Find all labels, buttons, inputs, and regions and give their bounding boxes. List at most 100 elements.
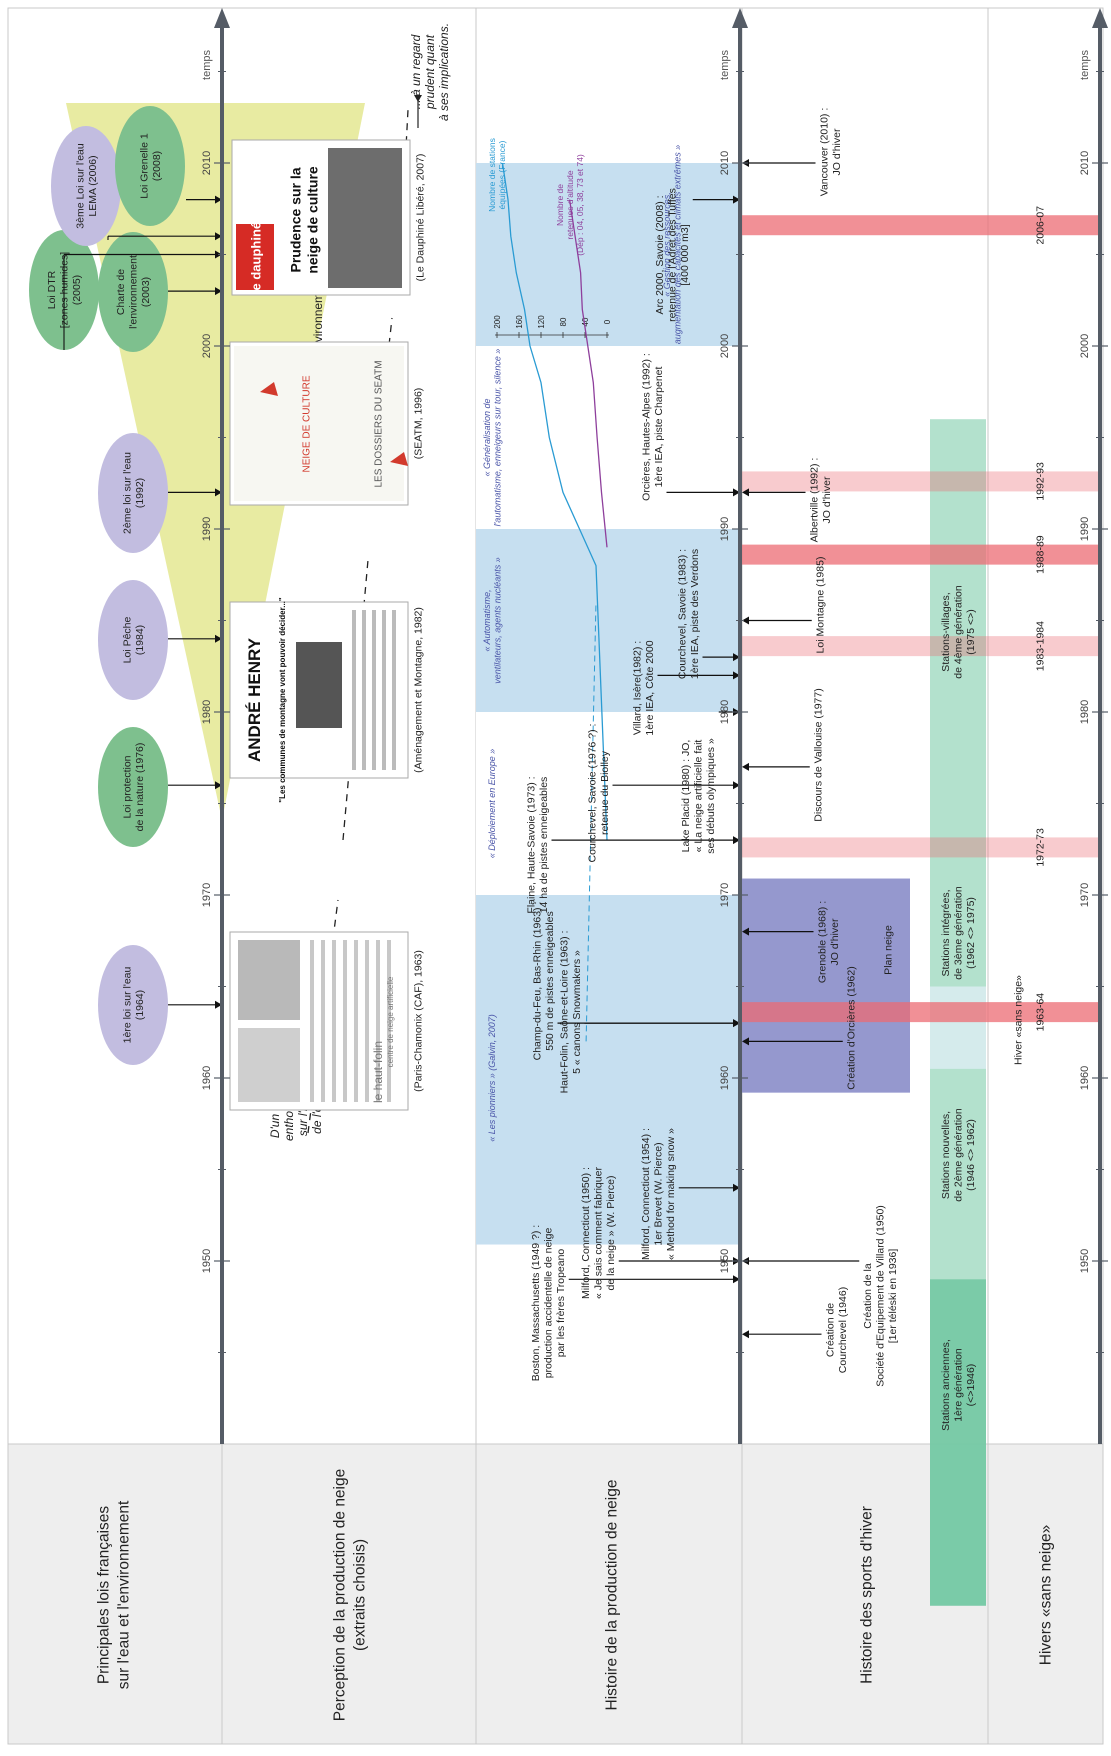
snow-event-label-line: [400 000 m3]	[679, 224, 691, 285]
sports-event-label-line: Discours de Vallouise (1977)	[813, 688, 825, 821]
time-axis-year: 1980	[719, 700, 731, 724]
station-generation-label-line: (1975 <>)	[965, 609, 977, 655]
phase-band	[476, 712, 740, 895]
law-label-line: 2ème loi sur l'eau	[121, 452, 133, 534]
law-label: Loi Pêche(1984)	[121, 616, 146, 663]
time-axis-year-line: 1990	[719, 517, 731, 541]
inset-tick-label: 160	[515, 315, 524, 329]
document-headline-line: NEIGE DE CULTURE	[302, 375, 313, 472]
snow-event-label: Arc 2000, Savoie (2008) :retenue de l'Ad…	[654, 188, 691, 322]
snow-event-label-line: Courchevel, Savoie (1976 ?) :	[586, 724, 598, 863]
law-label-line: (1992)	[134, 478, 146, 508]
snow-event-label: Lake Placid (1980) : JO,« La neige artif…	[680, 738, 717, 854]
phase-label: « Déploiement en Europe »	[487, 749, 497, 859]
lane-title-winters: Hivers «sans neige»	[1037, 1525, 1054, 1665]
time-axis-year-line: 1990	[201, 517, 213, 541]
inset-tick-label-line: 120	[537, 315, 546, 329]
snow-event-label-line: 1ère IEA, piste des Verdons	[689, 549, 701, 679]
law-item-5: Loi DTR[zones humides](2005)	[29, 230, 222, 350]
snow-event-arrow-head	[733, 488, 740, 497]
law-label-line: (2003)	[140, 277, 152, 307]
station-generation-label: Stations intégrées,de 3ème génération(19…	[940, 886, 977, 980]
law-item-0: 1ère loi sur l'eau(1964)	[98, 945, 222, 1065]
sports-event-label-line: Société d'Equipement de Villard (1950)	[875, 1205, 887, 1387]
snow-event-label-line: Villard, Isère(1982) :	[631, 641, 643, 735]
sports-event-label: Grenoble (1968) :JO d'hiver	[816, 901, 841, 983]
sports-event-label-line: JO d'hiver	[821, 476, 833, 523]
perception-lane: D'un regardenthousiastesur l'intérêtde l…	[229, 23, 451, 1141]
document-caption: (SEATM, 1996)	[413, 388, 425, 460]
phase-band	[476, 346, 740, 529]
document-photo	[328, 148, 402, 288]
time-axis-year-line: 1960	[719, 1066, 731, 1090]
lane-title-sports: Histoire des sports d'hiver	[858, 1506, 875, 1684]
snowless-band	[742, 471, 1102, 492]
snowless-band	[742, 544, 1102, 565]
document-masthead-text: le dauphiné	[249, 222, 264, 294]
law-ellipse	[98, 433, 168, 553]
snowless-year-label: 1992-93	[1035, 462, 1047, 501]
time-axis-year-line: 1960	[1079, 1066, 1091, 1090]
law-label-line: (1964)	[134, 990, 146, 1020]
snowless-year-label-line: 2006-07	[1035, 206, 1047, 245]
law-label-line: [zones humides]	[59, 252, 71, 329]
document-headline: ANDRÉ HENRY	[245, 637, 264, 762]
document-headline-line: le haut-folin	[371, 1041, 385, 1103]
sports-event-arrow-head	[742, 1330, 749, 1339]
snow-event-label: Boston, Massachusetts (1949 ?) :producti…	[530, 1225, 567, 1381]
law-label-line: 1ère loi sur l'eau	[121, 966, 133, 1043]
plan-neige-block	[740, 878, 910, 1093]
sports-event-label: Loi Montagne (1985)	[815, 557, 827, 654]
document-headline: le haut-folin	[371, 1041, 385, 1103]
document-masthead	[236, 224, 274, 290]
time-axis-year-line: 1980	[719, 700, 731, 724]
snow-event-label: Haut-Folin, Saône-et-Loire (1963) :5 « c…	[558, 931, 583, 1094]
phase-label: « Automatisme,ventilateurs, agents nuclé…	[482, 557, 503, 684]
sports-event-3: Plan neige	[883, 925, 895, 975]
snowless-band	[742, 1002, 1102, 1023]
inset-tick-label-line: 0	[603, 319, 612, 324]
time-axis-label-line: temps	[719, 50, 731, 80]
station-generation-label-line: Stations nouvelles,	[940, 1111, 952, 1199]
perception-end-arrow-head	[414, 95, 422, 102]
document-caption: (Aménagement et Montagne, 1982)	[413, 607, 425, 773]
inset-tick-label: 120	[537, 315, 546, 329]
time-axis-arrowhead	[1092, 8, 1108, 28]
generations-band-early	[930, 1279, 986, 1606]
time-axis-year: 1990	[1079, 517, 1091, 541]
time-axis-year: 1960	[201, 1066, 213, 1090]
snowless-year-label-line: 1983-1984	[1035, 621, 1047, 671]
time-axis-year: 1980	[1079, 700, 1091, 724]
phase-label-line: « Les pionniers » (Galvin, 2007)	[487, 1014, 497, 1142]
inset-label-reservoirs-line: retenues d'altitude	[565, 170, 575, 239]
law-arrow-head	[215, 232, 222, 241]
station-generation-label: Stations nouvelles,de 2ème génération(19…	[940, 1108, 977, 1202]
snow-event-label-line: de la neige » (W. Pierce)	[605, 1176, 617, 1291]
document-subline: centre de neige artificielle	[386, 976, 395, 1067]
station-generation-label-line: Stations intégrées,	[940, 890, 952, 977]
lane-title-perception-line: (extraits choisis)	[351, 1539, 368, 1651]
phase-label-line: « Généralisation de	[482, 398, 492, 476]
snow-event-label: Villard, Isère(1982) :1ère IEA, Côte 200…	[631, 640, 656, 735]
sports-event-label-line: Grenoble (1968) :	[816, 901, 828, 983]
snow-event-label: Flaine, Haute-Savoie (1973) :14 ha de pi…	[525, 776, 550, 913]
station-generation-label-line: de 3ème génération	[953, 886, 965, 980]
lane-winters-title-box	[987, 1443, 1104, 1745]
sports-event-label: Vancouver (2010) :JO d'hiver	[818, 108, 843, 197]
snow-event-6: Courchevel, Savoie (1976 ?) :retenue du …	[586, 724, 740, 863]
sports-event-label-line: Création d'Orcières (1962)	[846, 966, 858, 1089]
lane-title-perception: Perception de la production de neige(ext…	[331, 1469, 368, 1722]
time-axis-year-line: 2000	[201, 334, 213, 358]
lane-title-winters-line: Hivers «sans neige»	[1037, 1525, 1054, 1665]
law-item-3: 2ème loi sur l'eau(1992)	[98, 433, 222, 553]
time-axis-label: temps	[1079, 50, 1091, 80]
snow-event-9: Courchevel, Savoie (1983) :1ère IEA, pis…	[676, 549, 740, 679]
time-axis-year: 1960	[1079, 1066, 1091, 1090]
document-headline-line: ANDRÉ HENRY	[245, 637, 264, 762]
document-logo	[260, 382, 278, 396]
law-label-line: l'environnement	[128, 255, 140, 329]
